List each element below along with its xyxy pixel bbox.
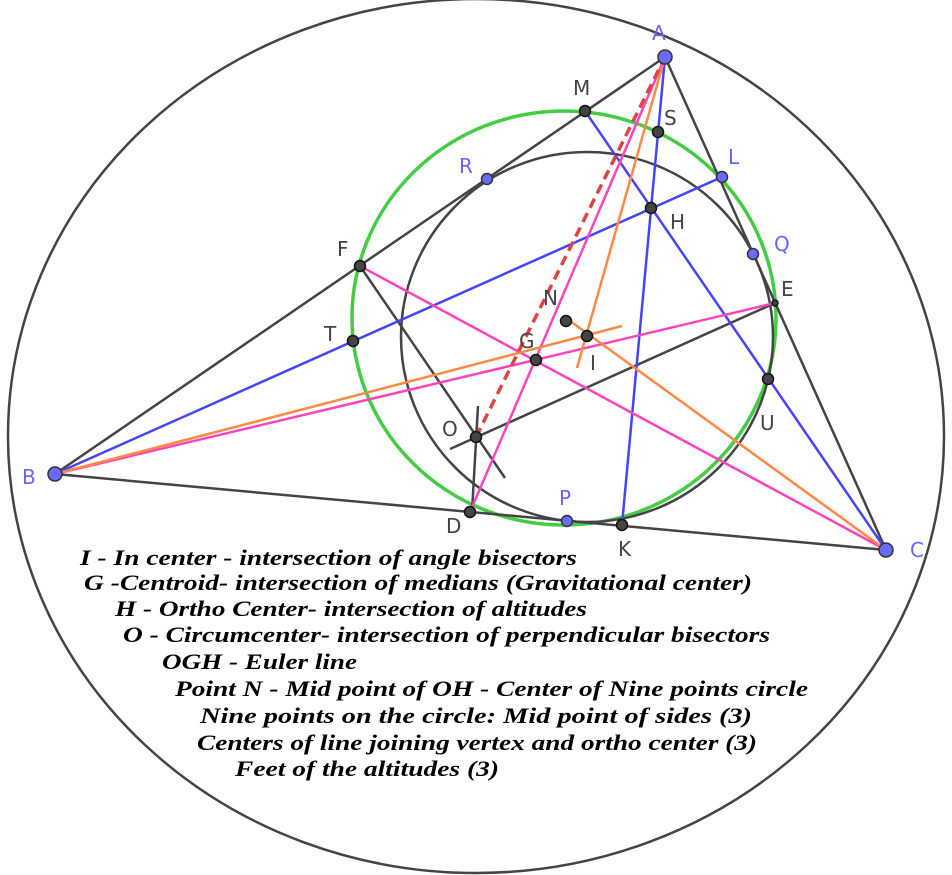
- euler-line: [474, 56, 667, 438]
- note-centers: Centers of line joining vertex and ortho…: [197, 730, 757, 755]
- note-point-n: Point N - Mid point of OH - Center of Ni…: [174, 676, 809, 701]
- circumcircle: [6, 0, 946, 875]
- legend-notes: I - In center - intersection of angle bi…: [79, 545, 809, 781]
- label-A: A: [652, 21, 666, 45]
- label-D: D: [446, 514, 461, 538]
- point-E[interactable]: [771, 299, 779, 307]
- label-N: N: [543, 286, 558, 310]
- point-N[interactable]: [559, 314, 573, 328]
- angle-bisectors: [54, 56, 887, 552]
- point-C[interactable]: [878, 542, 894, 558]
- point-B[interactable]: [47, 466, 63, 482]
- point-G[interactable]: [529, 353, 543, 367]
- label-G: G: [519, 329, 535, 353]
- label-B: B: [22, 465, 36, 489]
- label-L: L: [728, 145, 740, 169]
- label-U: U: [760, 411, 775, 435]
- point-R[interactable]: [480, 172, 494, 186]
- note-orthocenter: H - Ortho Center- intersection of altitu…: [114, 596, 587, 621]
- label-E: E: [781, 277, 794, 301]
- medians: [54, 56, 887, 552]
- label-R: R: [459, 154, 473, 178]
- point-labels: A B C M S R L H Q E F T N G I U O D P K: [22, 21, 924, 562]
- point-S[interactable]: [651, 125, 665, 139]
- point-F[interactable]: [353, 259, 367, 273]
- label-C: C: [910, 538, 924, 562]
- note-feet: Feet of the altitudes (3): [234, 756, 499, 781]
- note-circumcenter: O - Circumcenter- intersection of perpen…: [123, 622, 770, 647]
- label-T: T: [323, 322, 337, 346]
- note-centroid: G -Centroid- intersection of medians (Gr…: [84, 570, 752, 595]
- label-H: H: [670, 210, 685, 234]
- point-M[interactable]: [578, 104, 592, 118]
- points: [47, 49, 894, 558]
- label-P: P: [559, 486, 571, 510]
- label-F: F: [337, 237, 349, 261]
- point-P[interactable]: [560, 514, 574, 528]
- point-I[interactable]: [580, 329, 594, 343]
- point-Q[interactable]: [746, 247, 760, 261]
- label-Q: Q: [774, 232, 790, 256]
- label-S: S: [664, 106, 677, 130]
- label-I: I: [590, 351, 596, 375]
- point-L[interactable]: [715, 170, 729, 184]
- point-T[interactable]: [346, 334, 360, 348]
- note-euler-line: OGH - Euler line: [162, 649, 357, 674]
- note-nine-points: Nine points on the circle: Mid point of …: [199, 703, 752, 728]
- note-incenter: I - In center - intersection of angle bi…: [79, 545, 577, 570]
- point-K[interactable]: [615, 518, 629, 532]
- label-M: M: [573, 76, 590, 100]
- point-A[interactable]: [657, 49, 673, 65]
- perpendicular-bisectors: [358, 265, 776, 513]
- point-H[interactable]: [644, 201, 658, 215]
- point-O[interactable]: [469, 430, 483, 444]
- point-D[interactable]: [463, 505, 477, 519]
- label-K: K: [618, 537, 632, 561]
- point-U[interactable]: [761, 372, 775, 386]
- label-O: O: [442, 417, 458, 441]
